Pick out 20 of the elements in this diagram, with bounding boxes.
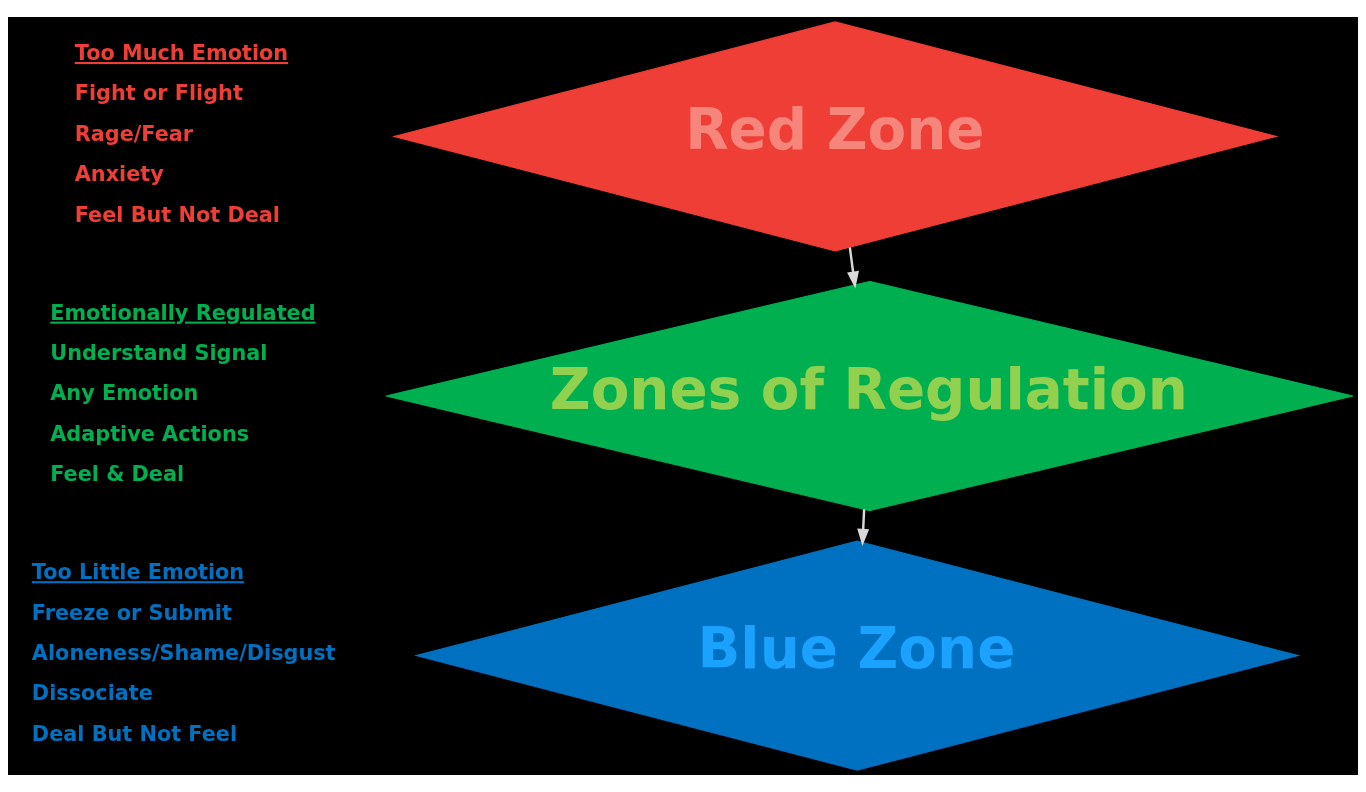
node-label: Deal But Not Feel (31, 721, 238, 746)
node-label: Too Little Emotion (31, 560, 245, 585)
arrow (857, 509, 870, 547)
node-diamond: Red Zone (391, 21, 1279, 252)
node-diamond: Blue Zone (413, 540, 1301, 771)
node-label: Too Much Emotion (74, 40, 289, 65)
node-label: Rage/Fear (74, 121, 194, 146)
node-label: Aloneness/Shame/Disgust (31, 641, 336, 666)
node-label: Understand Signal (50, 341, 268, 365)
node-label: Freeze or Submit (31, 600, 232, 625)
node-label: Any Emotion (50, 381, 199, 406)
arrow (847, 247, 859, 289)
node-label: Dissociate (31, 681, 153, 706)
node-label: Feel & Deal (50, 462, 185, 487)
node-label: Emotionally Regulated (50, 300, 316, 325)
node-diamond: Zones of Regulation (385, 280, 1354, 512)
node-label: Feel But Not Deal (74, 202, 280, 227)
node-label: Anxiety (74, 162, 164, 187)
node-label: Fight or Flight (74, 81, 243, 106)
node-label: Adaptive Actions (50, 421, 250, 446)
